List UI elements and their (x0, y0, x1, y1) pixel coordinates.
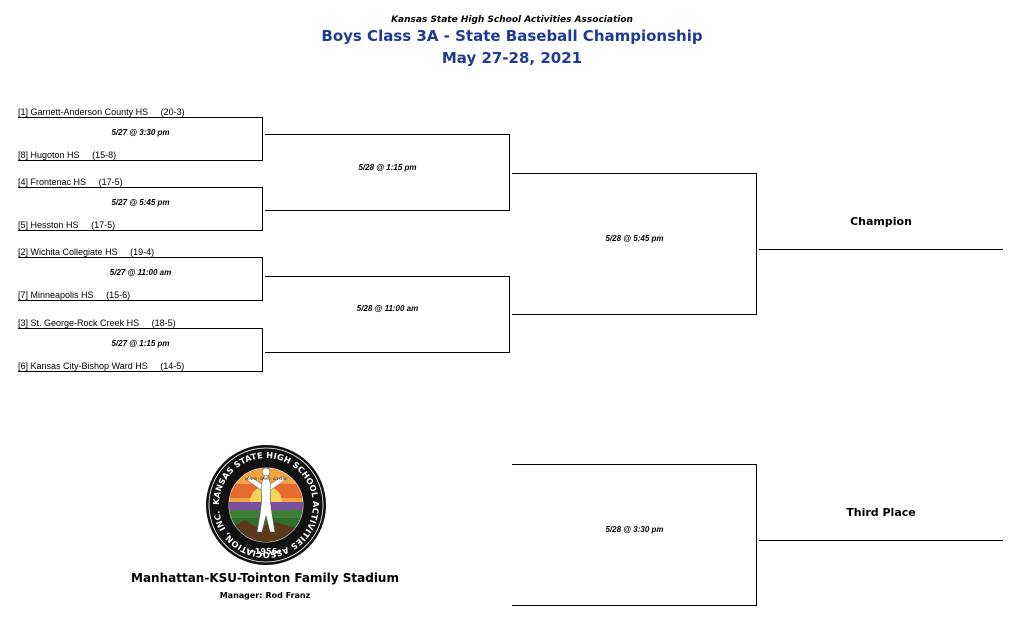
bracket-line (509, 276, 510, 353)
game-time-r1-3: 5/27 @ 11:00 am (109, 268, 172, 277)
team-slot-4: [5] Hesston HS (17-5) (18, 220, 115, 230)
game-time-final: 5/28 @ 5:45 pm (605, 234, 664, 243)
manager-name: Rod Franz (265, 591, 311, 600)
team-slot-1: [1] Garnett-Anderson County HS (20-3) (18, 107, 185, 117)
bracket-line (756, 464, 757, 606)
page-title: Boys Class 3A - State Baseball Champions… (321, 27, 703, 45)
team-seed: [7] (18, 290, 29, 300)
team-slot-5: [2] Wichita Collegiate HS (19-4) (18, 247, 154, 257)
tournament-dates: May 27-28, 2021 (441, 49, 583, 67)
team-seed: [8] (18, 150, 29, 160)
bracket-line (512, 605, 757, 606)
bracket-line (262, 187, 263, 231)
bracket-line (509, 134, 510, 211)
bracket-line (265, 134, 510, 135)
bracket-line (18, 300, 263, 301)
team-name: Frontenac HS (30, 177, 87, 187)
team-seed: [6] (18, 361, 29, 371)
game-time-r1-4: 5/27 @ 1:15 pm (111, 339, 170, 348)
team-name: Kansas City-Bishop Ward HS (30, 361, 148, 371)
venue-name: Manhattan-KSU-Tointon Family Stadium (131, 571, 399, 585)
kshsaa-seal-logo: KANSAS STATE HIGH SCHOOL ACTIVITIES ASSO… (206, 445, 326, 565)
team-record: (17-5) (91, 220, 116, 230)
game-time-semi-2: 5/28 @ 11:00 am (356, 304, 419, 313)
seal-motto: HONOR · SPIRIT · ACHIEVE (245, 477, 287, 481)
bracket-line (18, 328, 263, 329)
game-time-r1-2: 5/27 @ 5:45 pm (111, 198, 170, 207)
bracket-line (18, 117, 263, 118)
bracket-line (18, 160, 263, 161)
venue-manager: Manager:Rod Franz (110, 591, 420, 600)
team-slot-6: [7] Minneapolis HS (15-6) (18, 290, 130, 300)
bracket-line (262, 117, 263, 161)
manager-label: Manager: (219, 591, 263, 600)
team-slot-7: [3] St. George-Rock Creek HS (18-5) (18, 318, 176, 328)
team-slot-2: [8] Hugoton HS (15-8) (18, 150, 116, 160)
bracket-line (18, 371, 263, 372)
team-seed: [5] (18, 220, 29, 230)
third-place-label: Third Place (846, 506, 916, 519)
team-name: Hesston HS (30, 220, 79, 230)
team-name: St. George-Rock Creek HS (30, 318, 140, 328)
team-slot-3: [4] Frontenac HS (17-5) (18, 177, 123, 187)
team-record: (15-6) (106, 290, 131, 300)
bracket-line (18, 187, 263, 188)
team-slot-8: [6] Kansas City-Bishop Ward HS (14-5) (18, 361, 184, 371)
team-record: (18-5) (151, 318, 176, 328)
bracket-line (512, 314, 757, 315)
team-seed: [2] (18, 247, 29, 257)
bracket-line (262, 328, 263, 372)
bracket-line (18, 230, 263, 231)
game-time-semi-1: 5/28 @ 1:15 pm (358, 163, 417, 172)
bracket-line (512, 173, 757, 174)
champion-line (759, 249, 1003, 250)
seal-year: •1956• (250, 547, 283, 556)
team-name: Minneapolis HS (30, 290, 94, 300)
team-record: (15-8) (92, 150, 117, 160)
third-place-line (759, 540, 1003, 541)
team-name: Wichita Collegiate HS (30, 247, 118, 257)
team-record: (19-4) (130, 247, 155, 257)
team-record: (20-3) (160, 107, 185, 117)
bracket-line (512, 464, 757, 465)
team-seed: [1] (18, 107, 29, 117)
bracket-line (265, 210, 510, 211)
bracket-line (265, 276, 510, 277)
champion-label: Champion (850, 215, 912, 228)
bracket-line (18, 257, 263, 258)
game-time-r1-1: 5/27 @ 3:30 pm (111, 128, 170, 137)
team-seed: [3] (18, 318, 29, 328)
team-seed: [4] (18, 177, 29, 187)
bracket-line (756, 173, 757, 315)
team-name: Garnett-Anderson County HS (30, 107, 149, 117)
team-record: (17-5) (98, 177, 123, 187)
bracket-line (265, 352, 510, 353)
team-record: (14-5) (160, 361, 185, 371)
game-time-third: 5/28 @ 3:30 pm (605, 525, 664, 534)
team-name: Hugoton HS (30, 150, 80, 160)
bracket-line (262, 257, 263, 301)
organization-name: Kansas State High School Activities Asso… (391, 15, 633, 25)
